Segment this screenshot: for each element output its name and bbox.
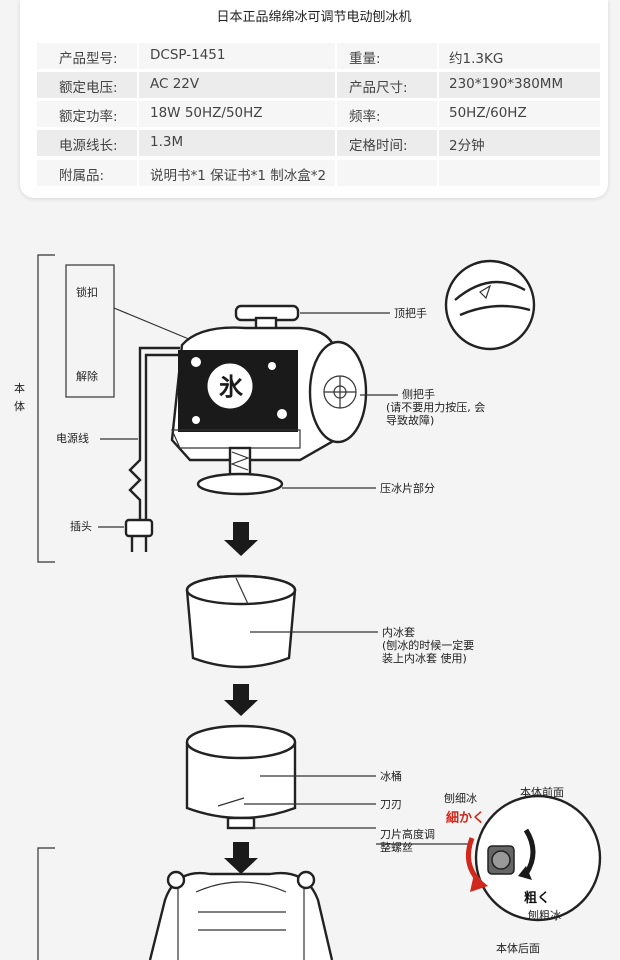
- inner-sleeve-label: 内冰套: [382, 625, 415, 639]
- spec-row: 附属品: 说明书*1 保证书*1 制冰盒*2: [37, 160, 600, 186]
- spec-value: AC 22V: [150, 76, 200, 92]
- spec-value: 说明书*1 保证书*1 制冰盒*2: [150, 168, 327, 184]
- base-bracket: [37, 847, 55, 960]
- spec-label: 定格时间:: [349, 138, 408, 154]
- row-divider: [335, 43, 337, 69]
- press-plate: [196, 472, 284, 496]
- spec-value: 230*190*380MM: [449, 76, 564, 92]
- spec-value: 1.3M: [150, 134, 184, 150]
- body-label-char-1: 本: [14, 381, 25, 395]
- spec-value: 约1.3KG: [449, 51, 504, 67]
- row-divider: [335, 160, 337, 186]
- plug-label: 插头: [70, 519, 92, 533]
- spec-value: 18W 50HZ/50HZ: [150, 105, 263, 121]
- row-divider: [437, 130, 439, 156]
- row-divider: [137, 72, 139, 98]
- body-label-char-2: 体: [14, 399, 25, 413]
- spec-value: 50HZ/60HZ: [449, 105, 527, 121]
- spec-row: 额定电压: AC 22V 产品尺寸: 230*190*380MM: [37, 72, 600, 98]
- row-divider: [437, 43, 439, 69]
- row-divider: [137, 130, 139, 156]
- side-handle-note-2: 导致故障): [386, 413, 434, 427]
- top-handle-label: 顶把手: [394, 306, 427, 320]
- row-divider: [437, 72, 439, 98]
- power-cord-label: 电源线: [56, 431, 89, 445]
- back-label: 本体后面: [496, 941, 540, 955]
- power-cord: [128, 346, 180, 520]
- spec-value: 2分钟: [449, 138, 485, 154]
- side-handle-label: 侧把手: [402, 387, 435, 401]
- row-divider: [437, 160, 439, 186]
- spec-row: 产品型号: DCSP-1451 重量: 约1.3KG: [37, 43, 600, 69]
- lock-release-box: [65, 264, 115, 398]
- spec-label: 产品型号:: [59, 51, 118, 67]
- spec-value: DCSP-1451: [150, 47, 226, 63]
- spec-label: 重量:: [349, 51, 381, 67]
- spec-label: 电源线长:: [59, 138, 118, 154]
- fine-jp-label: 細かく: [446, 810, 485, 826]
- row-divider: [137, 160, 139, 186]
- row-divider: [335, 72, 337, 98]
- row-divider: [335, 101, 337, 127]
- arrow-down-icon: [224, 684, 258, 716]
- lock-detail-zoom: [444, 259, 536, 351]
- spec-label: 产品尺寸:: [349, 80, 408, 96]
- blade-label: 刀刃: [380, 798, 402, 811]
- spec-label: 额定功率:: [59, 109, 118, 125]
- spec-label: 频率:: [349, 109, 381, 125]
- row-divider: [137, 43, 139, 69]
- row-divider: [335, 130, 337, 156]
- inner-note-2: 装上内冰套 使用): [382, 651, 467, 665]
- spec-row: 额定功率: 18W 50HZ/50HZ 频率: 50HZ/60HZ: [37, 101, 600, 127]
- screw-label-2: 整螺丝: [380, 840, 413, 854]
- row-divider: [137, 101, 139, 127]
- svg-text:氷: 氷: [219, 373, 244, 401]
- product-title: 日本正品绵绵冰可调节电动刨冰机: [216, 10, 412, 25]
- coarse-ice-label: 刨粗冰: [528, 908, 561, 922]
- side-handle-note-1: (请不要用力按压, 会: [386, 400, 485, 414]
- row-divider: [437, 101, 439, 127]
- release-label: 解除: [76, 369, 98, 383]
- spec-label: 附属品:: [59, 168, 105, 184]
- fine-ice-label: 刨细冰: [444, 791, 477, 805]
- adjust-detail-zoom: [474, 794, 602, 922]
- inner-note-1: (刨冰的时候一定要: [382, 638, 474, 652]
- coarse-jp-label: 粗く: [524, 890, 550, 906]
- spec-row: 电源线长: 1.3M 定格时间: 2分钟: [37, 130, 600, 156]
- front-label: 本体前面: [520, 785, 564, 799]
- lock-label: 锁扣: [76, 285, 98, 299]
- arrow-down-icon: [224, 842, 258, 874]
- press-part-label: 压冰片部分: [380, 481, 435, 495]
- spec-label: 额定电压:: [59, 80, 118, 96]
- body-bracket: [37, 254, 55, 563]
- bucket-label: 冰桶: [380, 769, 402, 783]
- plug-icon: [124, 518, 154, 538]
- arrow-down-icon: [224, 522, 258, 556]
- screw-label-1: 刀片高度调: [380, 827, 435, 841]
